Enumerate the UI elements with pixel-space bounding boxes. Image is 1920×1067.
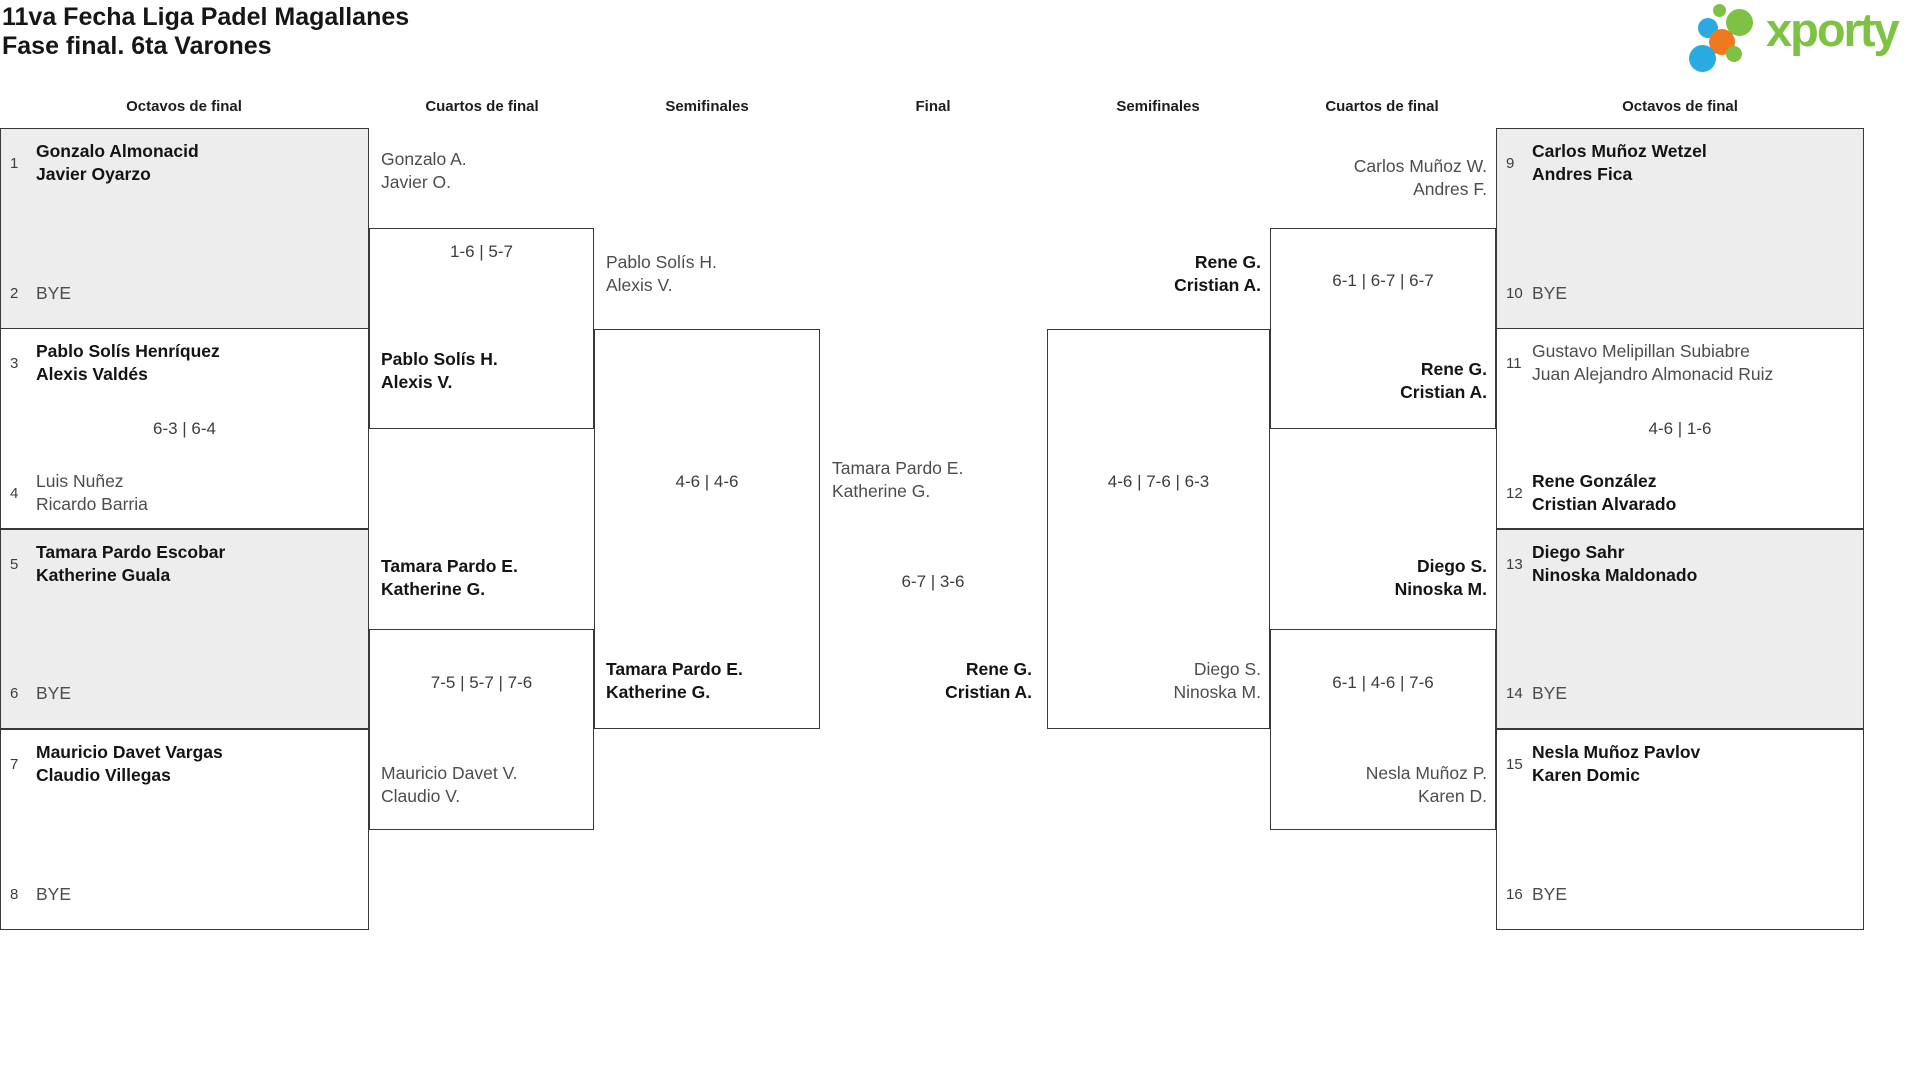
qf-right2-score: 6-1 | 4-6 | 7-6 bbox=[1332, 673, 1434, 692]
team-row: 16 BYE bbox=[1506, 883, 1857, 906]
semifinal-box-right bbox=[1047, 329, 1270, 729]
team-row: 7 Mauricio Davet Vargas Claudio Villegas bbox=[10, 741, 362, 787]
match-box-seed11-12: 11 Gustavo Melipillan Subiabre Juan Alej… bbox=[1496, 328, 1864, 529]
sf-right-score: 4-6 | 7-6 | 6-3 bbox=[1107, 472, 1210, 491]
team-row: 9 Carlos Muñoz Wetzel Andres Fica bbox=[1506, 140, 1857, 186]
team-name: Pablo Solís Henríquez Alexis Valdés bbox=[36, 341, 220, 384]
quarterfinal-box-left-1 bbox=[369, 228, 594, 429]
team-row: 15 Nesla Muñoz Pavlov Karen Domic bbox=[1506, 741, 1857, 787]
sf-left-team2: Tamara Pardo E. Katherine G. bbox=[606, 659, 743, 702]
team-name: Rene González Cristian Alvarado bbox=[1532, 471, 1677, 514]
seed-number: 13 bbox=[1506, 555, 1523, 573]
qf-right2-team2: Nesla Muñoz P. Karen D. bbox=[1365, 763, 1487, 806]
team-row: 11 Gustavo Melipillan Subiabre Juan Alej… bbox=[1506, 340, 1857, 386]
team-name: Mauricio Davet Vargas Claudio Villegas bbox=[36, 742, 223, 785]
final-team2: Rene G. Cristian A. bbox=[945, 659, 1032, 702]
team-row: 1 Gonzalo Almonacid Javier Oyarzo bbox=[10, 140, 362, 186]
team-name: BYE bbox=[1532, 884, 1568, 904]
seed-number: 15 bbox=[1506, 755, 1523, 773]
round-header-cuartos-left: Cuartos de final bbox=[425, 98, 539, 115]
team-row: 6 BYE bbox=[10, 682, 362, 705]
seed-number: 1 bbox=[10, 154, 19, 172]
page-title: 11va Fecha Liga Padel Magallanes Fase fi… bbox=[2, 3, 409, 61]
match-box-seed13-14: 13 Diego Sahr Ninoska Maldonado 14 BYE bbox=[1496, 529, 1864, 729]
final-score: 6-7 | 3-6 bbox=[901, 572, 965, 591]
team-name: BYE bbox=[36, 884, 72, 904]
sf-right-team1: Rene G. Cristian A. bbox=[1174, 252, 1261, 295]
team-name: BYE bbox=[36, 283, 72, 303]
quarterfinal-box-left-2 bbox=[369, 629, 594, 830]
team-name: Luis Nuñez Ricardo Barria bbox=[36, 471, 148, 514]
seed-number: 8 bbox=[10, 886, 19, 903]
seed-number: 10 bbox=[1506, 285, 1523, 302]
match-box-seed1-2: 1 Gonzalo Almonacid Javier Oyarzo 2 BYE bbox=[0, 128, 369, 329]
team-name: BYE bbox=[1532, 283, 1568, 303]
match-box-seed5-6: 5 Tamara Pardo Escobar Katherine Guala 6… bbox=[0, 529, 369, 729]
logo-dot-green-small-top bbox=[1713, 4, 1726, 17]
page-title-line1: 11va Fecha Liga Padel Magallanes bbox=[2, 3, 410, 31]
team-row: 4 Luis Nuñez Ricardo Barria bbox=[10, 470, 362, 516]
round-header-final: Final bbox=[915, 98, 951, 115]
final-team1: Tamara Pardo E. Katherine G. bbox=[832, 458, 964, 501]
sf-left-score: 4-6 | 4-6 bbox=[675, 472, 739, 491]
team-row: 3 Pablo Solís Henríquez Alexis Valdés bbox=[10, 340, 362, 386]
match-box-seed9-10: 9 Carlos Muñoz Wetzel Andres Fica 10 BYE bbox=[1496, 128, 1864, 329]
qf-left2-team2: Mauricio Davet V. Claudio V. bbox=[381, 763, 518, 806]
seed-number: 7 bbox=[10, 755, 19, 773]
team-row: 13 Diego Sahr Ninoska Maldonado bbox=[1506, 541, 1857, 587]
qf-right1-score: 6-1 | 6-7 | 6-7 bbox=[1332, 271, 1434, 290]
round-header-octavos-right: Octavos de final bbox=[1622, 98, 1738, 115]
qf-right2-team1: Diego S. Ninoska M. bbox=[1394, 556, 1487, 599]
quarterfinal-box-right-1 bbox=[1270, 228, 1496, 429]
seed-number: 16 bbox=[1506, 886, 1523, 903]
seed-number: 14 bbox=[1506, 685, 1523, 702]
sf-left-team1: Pablo Solís H. Alexis V. bbox=[606, 252, 717, 295]
round-header-cuartos-right: Cuartos de final bbox=[1325, 98, 1439, 115]
round-header-semis-right: Semifinales bbox=[1116, 98, 1200, 115]
page-title-line2: Fase final. 6ta Varones bbox=[2, 32, 272, 60]
logo-dot-blue-large bbox=[1689, 45, 1716, 72]
qf-right1-team2: Rene G. Cristian A. bbox=[1400, 359, 1487, 402]
team-name: BYE bbox=[1532, 683, 1568, 703]
logo-dot-green-small-bottom bbox=[1726, 46, 1742, 62]
team-row: 2 BYE bbox=[10, 282, 362, 305]
team-row: 10 BYE bbox=[1506, 282, 1857, 305]
team-name: Nesla Muñoz Pavlov Karen Domic bbox=[1532, 742, 1701, 785]
seed-number: 5 bbox=[10, 555, 19, 573]
round-header-semis-left: Semifinales bbox=[665, 98, 749, 115]
match-score: 6-3 | 6-4 bbox=[152, 418, 216, 438]
team-name: Gustavo Melipillan Subiabre Juan Alejand… bbox=[1532, 341, 1774, 384]
seed-number: 6 bbox=[10, 685, 19, 702]
round-header-octavos-left: Octavos de final bbox=[126, 98, 242, 115]
qf-left1-team1: Gonzalo A. Javier O. bbox=[381, 149, 467, 192]
team-row: 8 BYE bbox=[10, 883, 362, 906]
team-name: Gonzalo Almonacid Javier Oyarzo bbox=[36, 141, 199, 184]
seed-number: 12 bbox=[1506, 484, 1523, 502]
qf-left1-team2: Pablo Solís H. Alexis V. bbox=[381, 349, 498, 392]
team-name: Carlos Muñoz Wetzel Andres Fica bbox=[1532, 141, 1707, 184]
semifinal-box-left bbox=[594, 329, 820, 729]
qf-left2-team1: Tamara Pardo E. Katherine G. bbox=[381, 556, 518, 599]
match-box-seed15-16: 15 Nesla Muñoz Pavlov Karen Domic 16 BYE bbox=[1496, 729, 1864, 930]
seed-number: 11 bbox=[1506, 354, 1522, 372]
match-box-seed7-8: 7 Mauricio Davet Vargas Claudio Villegas… bbox=[0, 729, 369, 930]
match-box-seed3-4: 3 Pablo Solís Henríquez Alexis Valdés 6-… bbox=[0, 328, 369, 529]
seed-number: 9 bbox=[1506, 154, 1515, 172]
team-row: 14 BYE bbox=[1506, 682, 1857, 705]
qf-left2-score: 7-5 | 5-7 | 7-6 bbox=[430, 673, 533, 692]
qf-left1-score: 1-6 | 5-7 bbox=[449, 242, 513, 261]
team-row: 12 Rene González Cristian Alvarado bbox=[1506, 470, 1857, 516]
logo-text: xporty bbox=[1766, 3, 1900, 56]
team-name: Diego Sahr Ninoska Maldonado bbox=[1532, 542, 1698, 585]
match-score: 4-6 | 1-6 bbox=[1648, 418, 1712, 438]
qf-right1-team1: Carlos Muñoz W. Andres F. bbox=[1353, 156, 1487, 199]
team-name: Tamara Pardo Escobar Katherine Guala bbox=[36, 542, 226, 585]
team-row: 5 Tamara Pardo Escobar Katherine Guala bbox=[10, 541, 362, 587]
sf-right-team2: Diego S. Ninoska M. bbox=[1173, 659, 1261, 702]
seed-number: 2 bbox=[10, 285, 19, 302]
seed-number: 3 bbox=[10, 354, 19, 372]
team-name: BYE bbox=[36, 683, 72, 703]
seed-number: 4 bbox=[10, 484, 19, 502]
quarterfinal-box-right-2 bbox=[1270, 629, 1496, 830]
